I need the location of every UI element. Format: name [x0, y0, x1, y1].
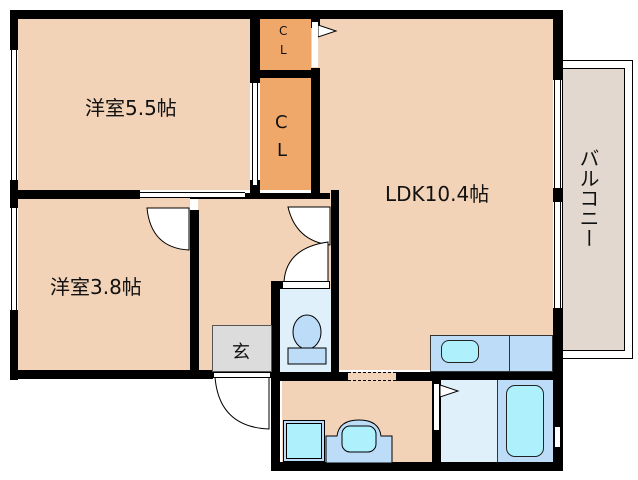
balcony-label: バルコニー	[576, 148, 600, 248]
closet-top-label-l: L	[280, 43, 287, 57]
closet-main-label-c: C	[275, 112, 288, 133]
wall-right-upper	[553, 10, 563, 80]
western-room-3-8-label: 洋室3.8帖	[50, 275, 142, 299]
western-room-5-5	[18, 18, 250, 190]
wall-top	[10, 10, 563, 19]
wall-room-divider-h2	[190, 193, 330, 199]
entrance-label: 玄	[232, 342, 250, 363]
wall-room38-right	[190, 210, 199, 378]
door-toilet-icon[interactable]	[282, 240, 330, 284]
washing-machine-inner	[286, 423, 322, 459]
wall-closet-mid	[250, 70, 320, 78]
window-right-upper	[554, 80, 561, 188]
closet-top-label-c: C	[279, 24, 288, 38]
washbasin-icon	[325, 419, 393, 464]
window-bath	[554, 427, 561, 447]
wall-closet-left	[250, 18, 260, 83]
ldk-wash-opening	[348, 372, 396, 381]
wall-closet-left-lower	[250, 180, 260, 193]
western-room-5-5-label: 洋室5.5帖	[85, 96, 177, 120]
bath-door-arrow-icon	[440, 384, 460, 398]
kitchen-sink	[441, 340, 479, 363]
balcony	[562, 68, 625, 351]
wall-left-lower	[10, 310, 18, 380]
toilet-door-threshold	[282, 281, 330, 289]
wall-room-divider-h	[10, 190, 140, 199]
window-closet-side	[252, 83, 258, 185]
window-left-upper	[11, 50, 17, 180]
door-entrance-icon[interactable]	[213, 375, 271, 431]
closet-main-label-l: L	[277, 140, 288, 161]
wall-hall-right	[331, 190, 339, 375]
wall-right-lower	[553, 308, 563, 468]
closet-main	[260, 78, 311, 190]
wall-bottom	[271, 462, 563, 471]
wall-mid-h	[271, 372, 351, 381]
wall-closet-right2	[311, 68, 320, 193]
wall-toilet-top	[271, 281, 283, 289]
entrance-threshold	[213, 372, 271, 378]
door-ldk-icon[interactable]	[286, 205, 332, 247]
wall-mid-h2	[396, 372, 563, 381]
window-left-lower	[11, 208, 17, 310]
ldk-label: LDK10.4帖	[385, 182, 490, 206]
ldk-room	[320, 18, 553, 370]
bath-door-white[interactable]	[433, 383, 440, 431]
sliding-door-room55[interactable]	[140, 192, 245, 198]
door-room38-icon[interactable]	[145, 200, 191, 252]
bathtub-basin	[506, 385, 544, 457]
closet-top	[260, 18, 311, 70]
closet-door-arrow-icon	[318, 24, 338, 38]
wall-bottom-left	[10, 370, 213, 379]
washing-machine	[283, 420, 325, 462]
toilet-icon	[287, 314, 327, 365]
closet-door-white[interactable]	[312, 22, 318, 67]
entrance-area	[212, 325, 272, 372]
window-right-lower	[554, 202, 561, 308]
wall-right-mid	[553, 188, 563, 202]
wall-left-upper	[10, 10, 18, 50]
kitchen-counter-right	[509, 335, 553, 372]
